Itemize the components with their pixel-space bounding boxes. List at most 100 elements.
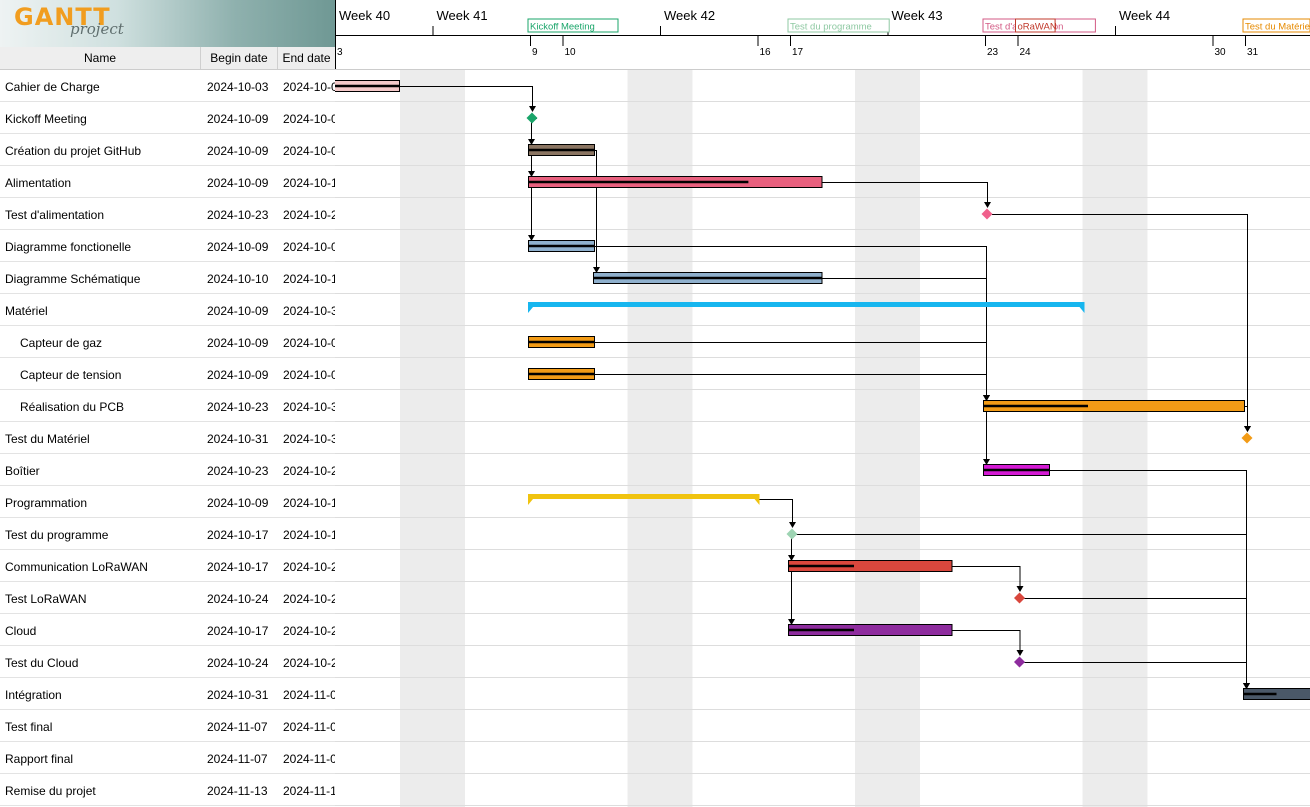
- task-name-cell: Test d'alimentation: [5, 208, 105, 222]
- summary-bar: [528, 494, 760, 505]
- begin-date-cell: 2024-11-13: [207, 784, 268, 798]
- table-row[interactable]: Cahier de Charge 2024-10-03 2024-10-0: [0, 70, 335, 102]
- end-date-cell: 2024-10-2: [283, 624, 335, 638]
- task-name-cell: Alimentation: [5, 176, 72, 190]
- week-label: Week 42: [664, 8, 715, 23]
- end-date-cell: 2024-11-1: [283, 784, 335, 798]
- week-label: Week 43: [892, 8, 943, 23]
- milestone-header-label: Kickoff Meeting: [530, 22, 595, 33]
- week-label: Week 40: [339, 8, 390, 23]
- task-name-cell: Capteur de tension: [20, 368, 122, 382]
- end-date-cell: 2024-10-2: [283, 592, 335, 606]
- end-date-cell: 2024-10-0: [283, 144, 335, 158]
- column-header-end-date[interactable]: End date: [282, 51, 331, 65]
- dependency-line: [1049, 470, 1247, 684]
- task-bar: [788, 560, 953, 572]
- begin-date-cell: 2024-10-31: [207, 432, 269, 446]
- day-tick-label: 23: [987, 47, 999, 58]
- day-tick-label: 9: [532, 47, 538, 58]
- column-header-name[interactable]: Name: [0, 47, 201, 69]
- end-date-cell: 2024-11-0: [283, 688, 335, 702]
- day-tick-label: 31: [1247, 47, 1259, 58]
- dependency-arrow: [983, 459, 990, 465]
- begin-date-cell: 2024-10-23: [207, 400, 269, 414]
- begin-date-cell: 2024-10-31: [207, 688, 269, 702]
- task-name-cell: Test final: [5, 720, 53, 734]
- dependency-line: [1244, 406, 1248, 427]
- end-date-cell: 2024-10-0: [283, 368, 335, 382]
- dependency-arrow: [1016, 650, 1024, 656]
- end-date-cell: 2024-10-2: [283, 656, 335, 670]
- task-name-cell: Diagramme Schématique: [5, 272, 141, 286]
- dependency-line: [1024, 598, 1247, 684]
- logo-text-gantt: GANTT: [14, 3, 111, 31]
- begin-date-cell: 2024-10-09: [207, 112, 269, 126]
- end-date-cell: 2024-10-2: [283, 464, 335, 478]
- milestone-header-tag: [1015, 18, 1056, 33]
- column-header-begin-date[interactable]: Begin date: [201, 47, 278, 69]
- weekend-shade: [400, 70, 465, 807]
- week-label: Week 41: [437, 8, 488, 23]
- end-date-cell: 2024-10-0: [283, 240, 335, 254]
- task-name-cell: Création du projet GitHub: [5, 144, 142, 158]
- begin-date-cell: 2024-10-09: [207, 176, 269, 190]
- dependency-arrow: [528, 235, 535, 241]
- milestone-header-label: oRaWAN: [1018, 22, 1057, 33]
- dependency-arrow: [789, 522, 796, 528]
- begin-date-cell: 2024-10-17: [207, 528, 269, 542]
- milestone-header-tag: [787, 18, 890, 33]
- dependency-line: [821, 182, 988, 203]
- task-name-cell: Capteur de gaz: [20, 336, 103, 350]
- begin-date-cell: 2024-10-09: [207, 336, 269, 350]
- task-name-cell: Cloud: [5, 624, 37, 638]
- milestone-diamond: [1014, 592, 1025, 604]
- dependency-line: [594, 374, 987, 396]
- task-name-cell: Matériel: [5, 304, 48, 318]
- task-name-cell: Test LoRaWAN: [5, 592, 87, 606]
- task-name-cell: Programmation: [5, 496, 88, 510]
- begin-date-cell: 2024-10-09: [207, 304, 269, 318]
- dependency-arrow: [984, 202, 991, 208]
- milestone-diamond: [1014, 656, 1025, 668]
- task-name-cell: Rapport final: [5, 752, 74, 766]
- day-tick-label: 17: [792, 47, 804, 58]
- milestone-diamond: [526, 112, 538, 124]
- begin-date-cell: 2024-10-23: [207, 464, 269, 478]
- task-name-cell: Cahier de Charge: [5, 80, 100, 94]
- end-date-cell: 2024-10-0: [283, 80, 335, 94]
- task-name-cell: Kickoff Meeting: [5, 112, 87, 126]
- task-name-cell: Test du Matériel: [5, 432, 90, 446]
- begin-date-cell: 2024-10-24: [207, 656, 269, 670]
- task-name-cell: Test du programme: [5, 528, 109, 542]
- week-label: Week 44: [1119, 8, 1170, 23]
- dependency-arrow: [1244, 426, 1251, 432]
- task-table-header: Name Begin date End date: [0, 47, 335, 70]
- dependency-line: [399, 86, 533, 107]
- day-tick-label: 16: [760, 47, 772, 58]
- task-bar: [788, 624, 953, 636]
- begin-date-cell: 2024-10-03: [207, 80, 269, 94]
